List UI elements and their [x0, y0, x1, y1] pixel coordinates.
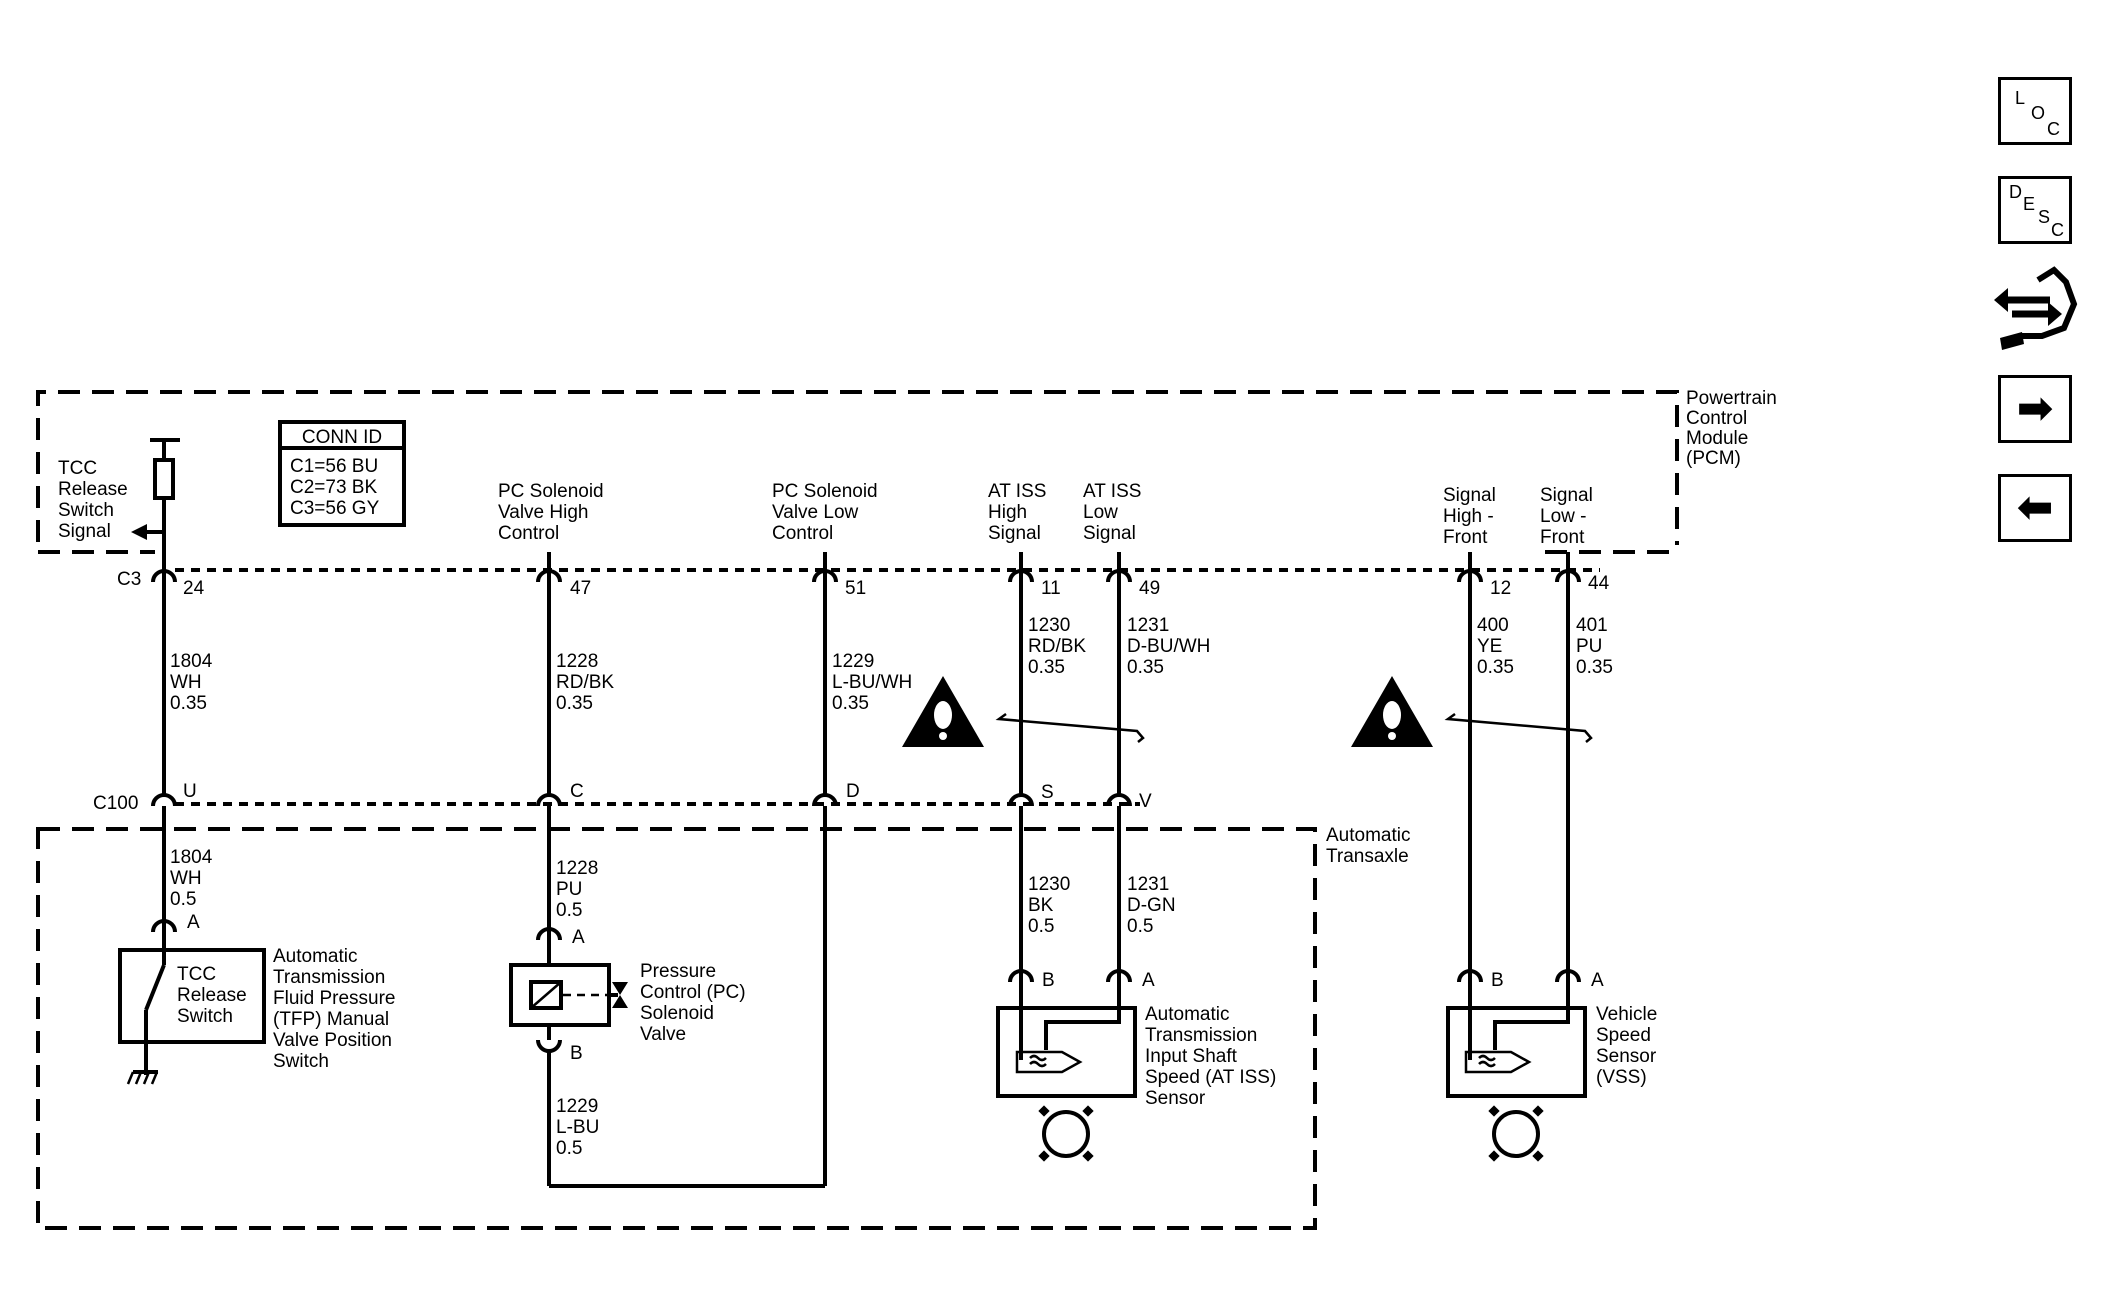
caution-triangle-icon: [902, 676, 984, 747]
svg-text:U: U: [183, 781, 197, 802]
svg-text:AT ISS High Signal: AT ISS High Signal: [988, 481, 1052, 544]
svg-text:A: A: [572, 927, 585, 948]
svg-text:24: 24: [183, 578, 205, 599]
svg-text:A: A: [1591, 970, 1604, 991]
circuit-vss: Signal High - Front Signal Low - Front 1…: [1443, 485, 1663, 1162]
svg-text:C: C: [570, 781, 584, 802]
svg-text:Pressure Control (PC): Pressure Control (PC) Solenoid Valve: [640, 961, 751, 1045]
desc-button[interactable]: D E S C: [1998, 176, 2072, 244]
svg-text:1228 RD/BK 0.35: 1228 RD/BK 0.35: [556, 651, 619, 714]
svg-text:AT ISS Low Signal: AT ISS Low Signal: [1083, 481, 1147, 544]
svg-text:Automatic Transmission: Automatic Transmission Input Shaft Speed…: [1145, 1004, 1282, 1109]
conn-id-box: CONN ID C1=56 BU C2=73 BK C3=56 GY: [278, 420, 406, 527]
svg-text:S: S: [1041, 782, 1054, 803]
svg-text:Vehicle Speed Sens: Vehicle Speed Sensor (VSS): [1596, 1004, 1663, 1088]
svg-text:1804 WH 0.5: 1804 WH 0.5: [170, 847, 218, 910]
transaxle-label: Automatic Transaxle: [1326, 825, 1416, 867]
right-arrow-icon: ➡: [2016, 383, 2054, 434]
circuit-pc-solenoid-low: PC Solenoid Valve Low Control 51 1229 L-…: [772, 481, 918, 1186]
svg-text:47: 47: [570, 578, 591, 599]
svg-text:49: 49: [1139, 578, 1160, 599]
reverse-wrench-icon: [1994, 266, 2078, 350]
caution-triangle-icon: [1351, 676, 1433, 747]
svg-text:400 YE 0.35: 400 YE 0.35: [1477, 615, 1514, 678]
svg-text:51: 51: [845, 578, 866, 599]
svg-text:1230 RD/BK 0.35: 1230 RD/BK 0.35: [1028, 615, 1091, 678]
svg-text:C1=56 BU: C1=56 BU: [290, 456, 378, 477]
svg-text:Automatic Transmission: Automatic Transmission Fluid Pressure (T…: [273, 946, 401, 1072]
loc-letter-l: L: [2015, 88, 2026, 108]
svg-text:PC Solenoid Valve Low: PC Solenoid Valve Low Control: [772, 481, 883, 544]
loc-letter-o: O: [2031, 103, 2046, 123]
svg-text:Signal Low - Front: Signal Low - Front: [1540, 485, 1598, 548]
left-arrow-icon: ⬅: [2016, 482, 2054, 533]
svg-text:B: B: [1042, 970, 1055, 991]
svg-text:B: B: [570, 1043, 583, 1064]
svg-text:1804 WH 0.35: 1804 WH 0.35: [170, 651, 218, 714]
svg-text:11: 11: [1041, 578, 1061, 599]
svg-text:44: 44: [1588, 573, 1610, 594]
desc-letter-e: E: [2023, 194, 2036, 214]
svg-text:CONN ID: CONN ID: [302, 427, 382, 448]
reverse-wrench-button[interactable]: [1992, 262, 2078, 356]
svg-text:TCC Release Switch: TCC Release Switch Signal: [58, 458, 133, 542]
svg-text:C2=73 BK: C2=73 BK: [290, 477, 377, 498]
desc-letter-s: S: [2038, 207, 2051, 227]
svg-text:1230 BK 0.5: 1230 BK 0.5: [1028, 874, 1076, 937]
svg-text:1231 D-GN 0.5: 1231 D-GN 0.5: [1127, 874, 1181, 937]
svg-text:C3=56 GY: C3=56 GY: [290, 498, 380, 519]
svg-text:V: V: [1139, 791, 1152, 812]
pcm-boundary: [36, 390, 1679, 545]
back-button[interactable]: ⬅: [1998, 474, 2072, 542]
wiring-diagram: Powertrain Control Module (PCM) C3 C100 …: [36, 388, 1782, 1230]
svg-text:1229 L-BU/WH 0.35: 1229 L-BU/WH 0.35: [832, 651, 918, 714]
svg-text:12: 12: [1490, 578, 1511, 599]
c3-label: C3: [117, 569, 141, 590]
loc-letter-c: C: [2047, 119, 2060, 139]
svg-text:B: B: [1491, 970, 1504, 991]
svg-text:Signal High - Fron: Signal High - Front: [1443, 485, 1501, 548]
circuit-pc-solenoid-high: PC Solenoid Valve High Control 47 1228 R…: [498, 481, 825, 1188]
next-button[interactable]: ➡: [1998, 375, 2072, 443]
svg-text:TCC Release Switch: TCC Release Switch: [177, 964, 252, 1027]
pcm-label: Powertrain Control Module (PCM): [1686, 388, 1782, 469]
svg-text:D: D: [846, 781, 860, 802]
transaxle-boundary: [36, 827, 1317, 1230]
svg-text:1228 PU 0.5: 1228 PU 0.5: [556, 858, 604, 921]
svg-text:PC Solenoid Valve High: PC Solenoid Valve High Control: [498, 481, 609, 544]
svg-text:1229 L-BU 0.5: 1229 L-BU 0.5: [556, 1096, 605, 1159]
desc-letter-d: D: [2009, 182, 2022, 202]
circuit-tcc-release: TCC Release Switch Signal 24 1804 WH 0.3…: [58, 438, 401, 1085]
circuit-at-iss: AT ISS High Signal AT ISS Low Signal 11 …: [988, 481, 1282, 1162]
svg-text:A: A: [187, 912, 200, 933]
svg-text:401 PU 0.35: 401 PU 0.35: [1576, 615, 1613, 678]
svg-text:A: A: [1142, 970, 1155, 991]
loc-button[interactable]: L O C: [1998, 77, 2072, 145]
c100-label: C100: [93, 793, 138, 814]
desc-letter-c: C: [2051, 220, 2064, 240]
svg-text:1231 D-BU/WH 0.35: 1231 D-BU/WH 0.35: [1127, 615, 1216, 678]
